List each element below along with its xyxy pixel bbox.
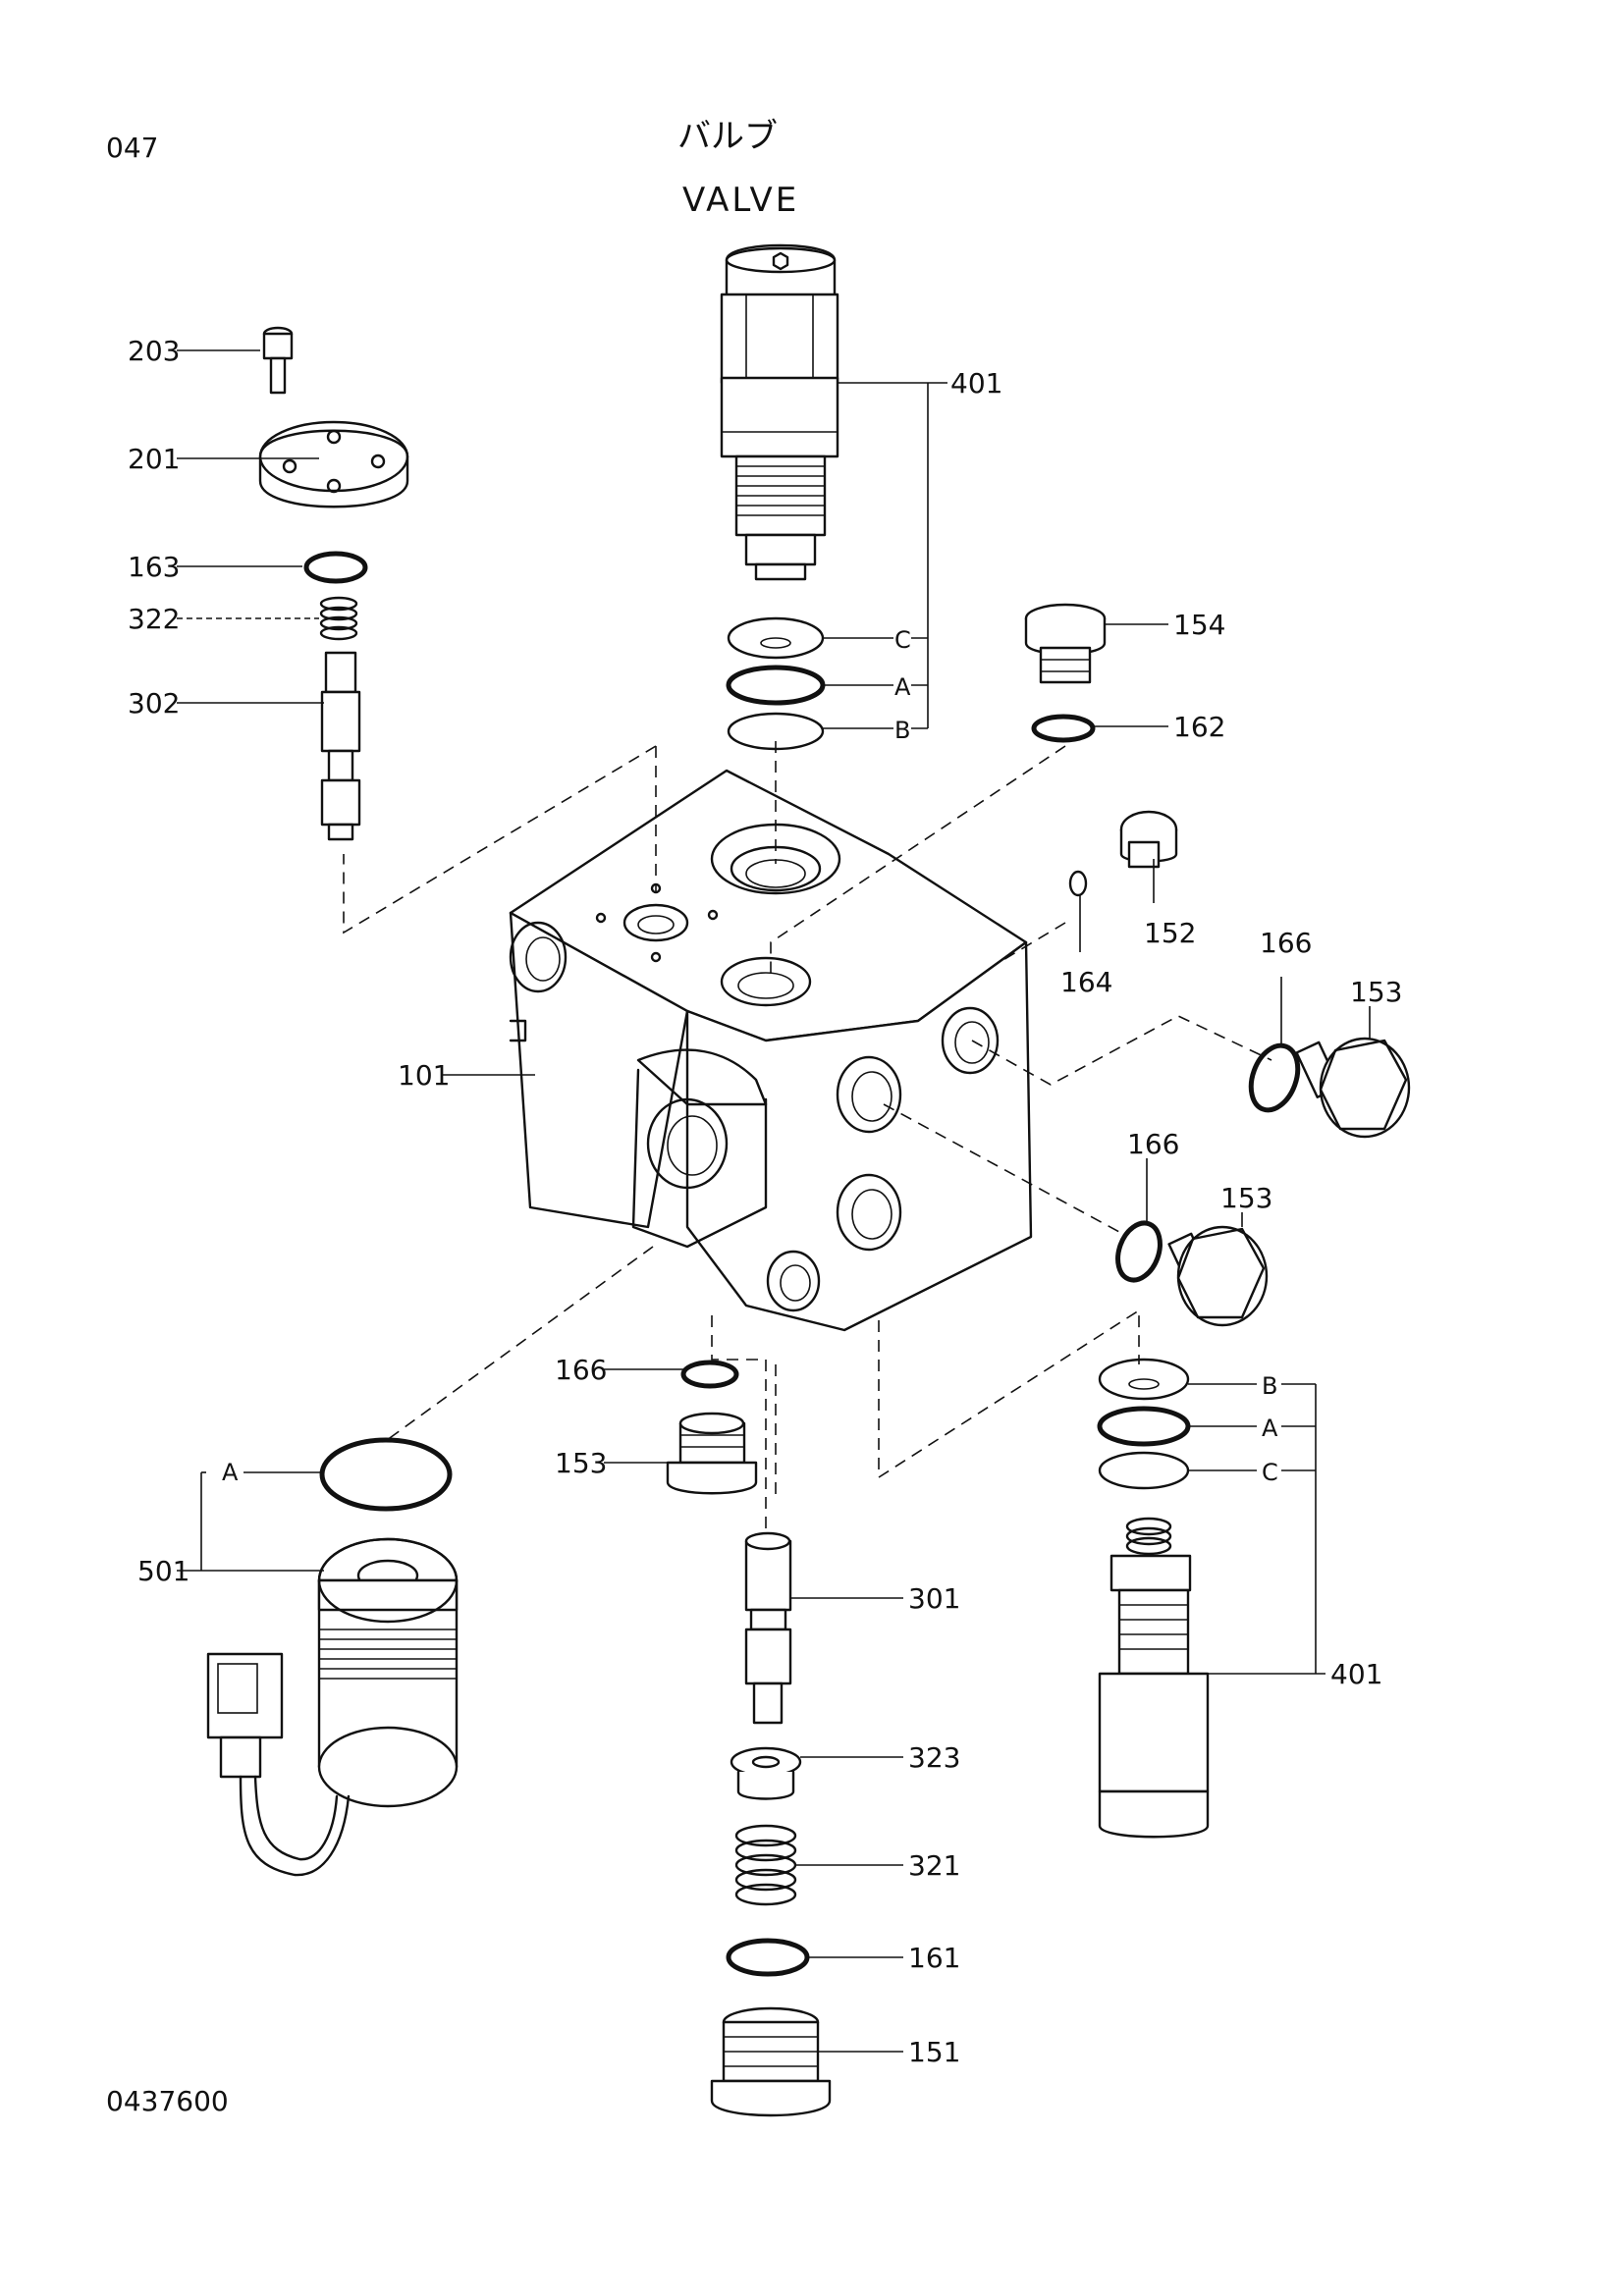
spool-302 bbox=[320, 651, 361, 841]
label-163: 163 bbox=[128, 551, 180, 583]
cover-plate-201 bbox=[258, 420, 409, 508]
label-c-top: C bbox=[894, 626, 911, 654]
backup-ring-b-bottom bbox=[1098, 1358, 1190, 1401]
seal-ring-c-bottom bbox=[1098, 1451, 1190, 1490]
o-ring-163 bbox=[303, 551, 368, 584]
label-166-a: 166 bbox=[1260, 927, 1312, 959]
o-ring-166-b bbox=[1115, 1220, 1163, 1283]
label-a-top: A bbox=[894, 673, 911, 701]
title-english: VALVE bbox=[682, 181, 799, 220]
assembly-centerlines bbox=[343, 741, 1272, 1541]
solenoid-501 bbox=[206, 1537, 459, 1877]
relief-valve-401-bottom bbox=[1098, 1517, 1210, 1839]
label-321: 321 bbox=[908, 1849, 960, 1882]
label-162: 162 bbox=[1173, 711, 1225, 743]
plug-153-c bbox=[666, 1412, 758, 1495]
o-ring-166-c bbox=[680, 1360, 739, 1389]
o-ring-a-top bbox=[726, 665, 826, 706]
spring-321 bbox=[734, 1824, 797, 1906]
label-161: 161 bbox=[908, 1942, 960, 1974]
plug-153-b bbox=[1167, 1225, 1269, 1327]
label-166-c: 166 bbox=[555, 1354, 607, 1386]
label-203: 203 bbox=[128, 335, 180, 367]
relief-valve-401-top bbox=[720, 243, 839, 581]
label-a-bottom: A bbox=[1262, 1415, 1278, 1442]
spool-301 bbox=[744, 1531, 792, 1725]
label-323: 323 bbox=[908, 1741, 960, 1774]
label-151: 151 bbox=[908, 2036, 960, 2068]
label-302: 302 bbox=[128, 687, 180, 720]
label-c-bottom: C bbox=[1262, 1459, 1278, 1486]
plug-152 bbox=[1119, 810, 1178, 869]
label-b-bottom: B bbox=[1262, 1372, 1277, 1400]
seat-323 bbox=[730, 1746, 802, 1800]
leader-lines bbox=[177, 349, 1371, 2053]
label-153-a: 153 bbox=[1350, 976, 1402, 1008]
label-501: 501 bbox=[137, 1555, 189, 1587]
label-166-b: 166 bbox=[1127, 1128, 1179, 1160]
part-labels: 203 201 163 322 302 401 C A B 154 162 15… bbox=[128, 335, 1402, 2068]
o-ring-162 bbox=[1031, 714, 1096, 743]
title-japanese: バルブ bbox=[677, 117, 778, 156]
backup-ring-b-top bbox=[727, 712, 825, 751]
page-number: 047 bbox=[106, 132, 158, 164]
drawing-number: 0437600 bbox=[106, 2085, 229, 2117]
plug-153-a bbox=[1295, 1037, 1411, 1139]
label-152: 152 bbox=[1144, 917, 1196, 949]
label-a-solenoid: A bbox=[222, 1459, 239, 1486]
o-ring-a-solenoid bbox=[319, 1437, 453, 1512]
o-ring-166-a bbox=[1248, 1042, 1301, 1113]
label-301: 301 bbox=[908, 1582, 960, 1615]
label-b-top: B bbox=[894, 717, 910, 744]
plug-151 bbox=[710, 2006, 832, 2117]
valve-body-101 bbox=[509, 769, 1033, 1332]
label-101: 101 bbox=[398, 1059, 450, 1092]
label-322: 322 bbox=[128, 603, 180, 635]
label-154: 154 bbox=[1173, 609, 1225, 641]
label-153-b: 153 bbox=[1220, 1182, 1272, 1214]
label-401-top: 401 bbox=[950, 367, 1002, 400]
label-401-bottom: 401 bbox=[1330, 1658, 1382, 1690]
plug-154 bbox=[1024, 603, 1107, 684]
spring-322 bbox=[319, 596, 358, 641]
o-ring-164 bbox=[1068, 870, 1088, 897]
label-201: 201 bbox=[128, 443, 180, 475]
o-ring-a-bottom bbox=[1097, 1406, 1191, 1447]
label-164: 164 bbox=[1060, 966, 1112, 998]
socket-bolt-203 bbox=[262, 326, 294, 395]
o-ring-161 bbox=[726, 1938, 810, 1977]
label-153-c: 153 bbox=[555, 1447, 607, 1479]
